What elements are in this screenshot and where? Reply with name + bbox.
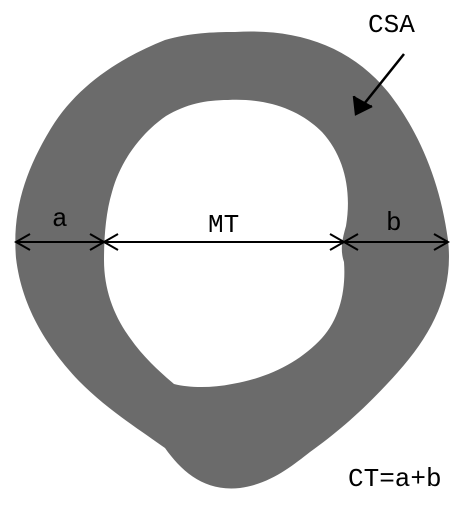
a-label: a	[52, 204, 68, 234]
csa-label: CSA	[368, 10, 415, 40]
b-label: b	[386, 208, 402, 238]
thickness-b-arrow	[341, 233, 451, 251]
mt-label: MT	[208, 210, 239, 240]
csa-pointer-arrow	[352, 53, 405, 116]
ct-formula-label: CT=a+b	[348, 464, 442, 494]
marrow-cavity	[104, 99, 348, 387]
